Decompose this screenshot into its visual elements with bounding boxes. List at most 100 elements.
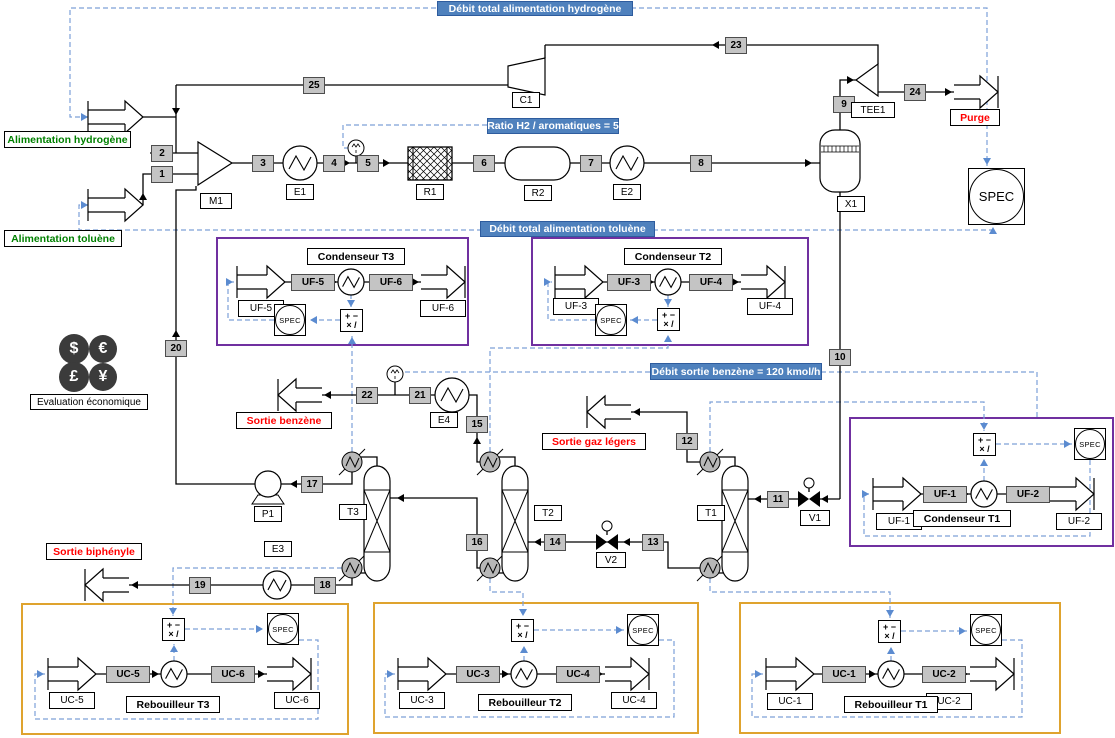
utility-stream-tag-uc5[interactable]: UC-5 bbox=[49, 692, 95, 709]
flash-drum-X1[interactable] bbox=[819, 129, 861, 193]
calculator-block-cat2[interactable]: + −× / bbox=[657, 308, 680, 331]
utility-stream-tag-uf6[interactable]: UF-6 bbox=[420, 300, 466, 317]
exchanger-E4[interactable] bbox=[434, 377, 470, 413]
product-uc2[interactable] bbox=[970, 656, 1015, 692]
utility-stream-badge-uc4g[interactable]: UC-4 bbox=[556, 666, 600, 683]
utility-exchanger-condenseur-T2[interactable] bbox=[654, 268, 682, 296]
measurement-gauge-benzene-flow[interactable] bbox=[386, 365, 404, 383]
product-uc6[interactable] bbox=[267, 656, 312, 692]
reboiler-T1[interactable] bbox=[696, 554, 724, 582]
spec-annotation-blratio[interactable]: Ratio H2 / aromatiques = 5 bbox=[487, 118, 619, 134]
currency-icon-cu3[interactable]: £ bbox=[59, 362, 89, 392]
stream-badge-23[interactable]: 23 bbox=[725, 37, 747, 54]
product-uf6[interactable] bbox=[421, 264, 466, 300]
exchanger-E1[interactable] bbox=[282, 145, 318, 181]
calculator-block-cat1[interactable]: + −× / bbox=[973, 433, 996, 456]
reactor-R2[interactable] bbox=[504, 146, 571, 181]
valve-V2[interactable] bbox=[596, 520, 618, 550]
utility-stream-badge-uf5g[interactable]: UF-5 bbox=[291, 274, 335, 291]
condenser-T1[interactable] bbox=[696, 448, 724, 476]
equipment-tag-R1[interactable]: R1 bbox=[416, 184, 444, 200]
spec-block-spt2[interactable]: SPEC bbox=[595, 304, 627, 336]
economic-label-ev[interactable]: Evaluation économique bbox=[30, 394, 148, 410]
equipment-tag-R2[interactable]: R2 bbox=[524, 185, 552, 201]
equipment-tag-V2[interactable]: V2 bbox=[596, 552, 626, 568]
spec-annotation-blh2[interactable]: Débit total alimentation hydrogène bbox=[437, 1, 633, 16]
feed-label-grtol[interactable]: Alimentation toluène bbox=[4, 230, 122, 247]
stream-badge-7[interactable]: 7 bbox=[580, 155, 602, 172]
reboiler-T3[interactable] bbox=[338, 554, 366, 582]
condenser-T3[interactable] bbox=[338, 448, 366, 476]
product-purge[interactable] bbox=[954, 74, 999, 110]
utility-stream-tag-uf4[interactable]: UF-4 bbox=[747, 298, 793, 315]
mixer-M1[interactable] bbox=[197, 140, 234, 187]
stream-badge-21[interactable]: 21 bbox=[409, 387, 431, 404]
compressor-C1[interactable] bbox=[507, 57, 546, 96]
utility-exchanger-rebouilleur-T2[interactable] bbox=[510, 660, 538, 688]
condenser-T2[interactable] bbox=[476, 448, 504, 476]
equipment-tag-E1[interactable]: E1 bbox=[286, 184, 314, 200]
stream-badge-18[interactable]: 18 bbox=[314, 577, 336, 594]
product-label-rdbenz[interactable]: Sortie benzène bbox=[236, 412, 332, 429]
equipment-tag-C1[interactable]: C1 bbox=[512, 92, 540, 108]
equipment-tag-E3[interactable]: E3 bbox=[264, 541, 292, 557]
currency-icon-cu1[interactable]: $ bbox=[59, 334, 89, 364]
stream-badge-6[interactable]: 6 bbox=[473, 155, 495, 172]
stream-badge-25[interactable]: 25 bbox=[303, 77, 325, 94]
utility-exchanger-rebouilleur-T3[interactable] bbox=[160, 660, 188, 688]
feed-uf1[interactable] bbox=[872, 476, 922, 512]
feed-uf3[interactable] bbox=[554, 264, 604, 300]
stream-badge-17[interactable]: 17 bbox=[301, 476, 323, 493]
utility-stream-tag-uf3[interactable]: UF-3 bbox=[553, 298, 599, 315]
stream-badge-13[interactable]: 13 bbox=[642, 534, 664, 551]
utility-stream-tag-uc1[interactable]: UC-1 bbox=[767, 693, 813, 710]
stream-badge-1[interactable]: 1 bbox=[151, 166, 173, 183]
utility-stream-badge-uf4g[interactable]: UF-4 bbox=[689, 274, 733, 291]
currency-icon-cu4[interactable]: ¥ bbox=[89, 363, 117, 391]
utility-stream-badge-uc2g[interactable]: UC-2 bbox=[922, 666, 966, 683]
feed-uc5[interactable] bbox=[47, 656, 97, 692]
equipment-symbols[interactable] bbox=[47, 57, 1095, 692]
utility-exchanger-rebouilleur-T1[interactable] bbox=[877, 660, 905, 688]
equipment-tag-M1[interactable]: M1 bbox=[200, 193, 232, 209]
calculator-block-cart3[interactable]: + −× / bbox=[162, 618, 185, 641]
spec-block-sprt3[interactable]: SPEC bbox=[267, 613, 299, 645]
utility-stream-tag-uc3[interactable]: UC-3 bbox=[399, 692, 445, 709]
product-uf4[interactable] bbox=[741, 264, 786, 300]
utility-stream-badge-uf1g[interactable]: UF-1 bbox=[923, 486, 967, 503]
product-benzene[interactable] bbox=[277, 377, 322, 413]
utility-stream-badge-uc5g[interactable]: UC-5 bbox=[106, 666, 150, 683]
feed-hydrogen[interactable] bbox=[87, 99, 144, 135]
utility-stream-badge-uf6g[interactable]: UF-6 bbox=[369, 274, 413, 291]
stream-badge-16[interactable]: 16 bbox=[466, 534, 488, 551]
calculator-block-cat3[interactable]: + −× / bbox=[340, 309, 363, 332]
spec-block-sprt2[interactable]: SPEC bbox=[627, 614, 659, 646]
spec-block-spt3[interactable]: SPEC bbox=[274, 304, 306, 336]
equipment-tag-V1[interactable]: V1 bbox=[800, 510, 830, 526]
column-T1[interactable] bbox=[721, 465, 749, 582]
calculator-block-cart1[interactable]: + −× / bbox=[878, 620, 901, 643]
currency-icon-cu2[interactable]: € bbox=[89, 335, 117, 363]
equipment-tag-T3[interactable]: T3 bbox=[339, 504, 367, 520]
stream-badge-3[interactable]: 3 bbox=[252, 155, 274, 172]
utility-exchanger-condenseur-T1[interactable] bbox=[970, 480, 998, 508]
exchanger-E2[interactable] bbox=[609, 145, 645, 181]
column-T2[interactable] bbox=[501, 465, 529, 582]
stream-badge-24[interactable]: 24 bbox=[904, 84, 926, 101]
box-title-tct2[interactable]: Condenseur T2 bbox=[624, 248, 722, 265]
stream-badge-19[interactable]: 19 bbox=[189, 577, 211, 594]
exchanger-E3[interactable] bbox=[262, 570, 292, 600]
product-label-rdgas[interactable]: Sortie gaz légers bbox=[542, 433, 646, 450]
utility-stream-badge-uc6g[interactable]: UC-6 bbox=[211, 666, 255, 683]
box-title-tct1[interactable]: Condenseur T1 bbox=[913, 510, 1011, 527]
stream-badge-4[interactable]: 4 bbox=[323, 155, 345, 172]
spec-block-sprt1[interactable]: SPEC bbox=[970, 614, 1002, 646]
box-title-trt2[interactable]: Rebouilleur T2 bbox=[478, 694, 572, 711]
utility-stream-badge-uc1g[interactable]: UC-1 bbox=[822, 666, 866, 683]
spec-annotation-bltol[interactable]: Débit total alimentation toluène bbox=[480, 221, 655, 237]
stream-badge-12[interactable]: 12 bbox=[676, 433, 698, 450]
calculator-block-cart2[interactable]: + −× / bbox=[511, 619, 534, 642]
stream-badge-2[interactable]: 2 bbox=[151, 145, 173, 162]
stream-badge-11[interactable]: 11 bbox=[767, 491, 789, 508]
product-uf2[interactable] bbox=[1050, 476, 1095, 512]
